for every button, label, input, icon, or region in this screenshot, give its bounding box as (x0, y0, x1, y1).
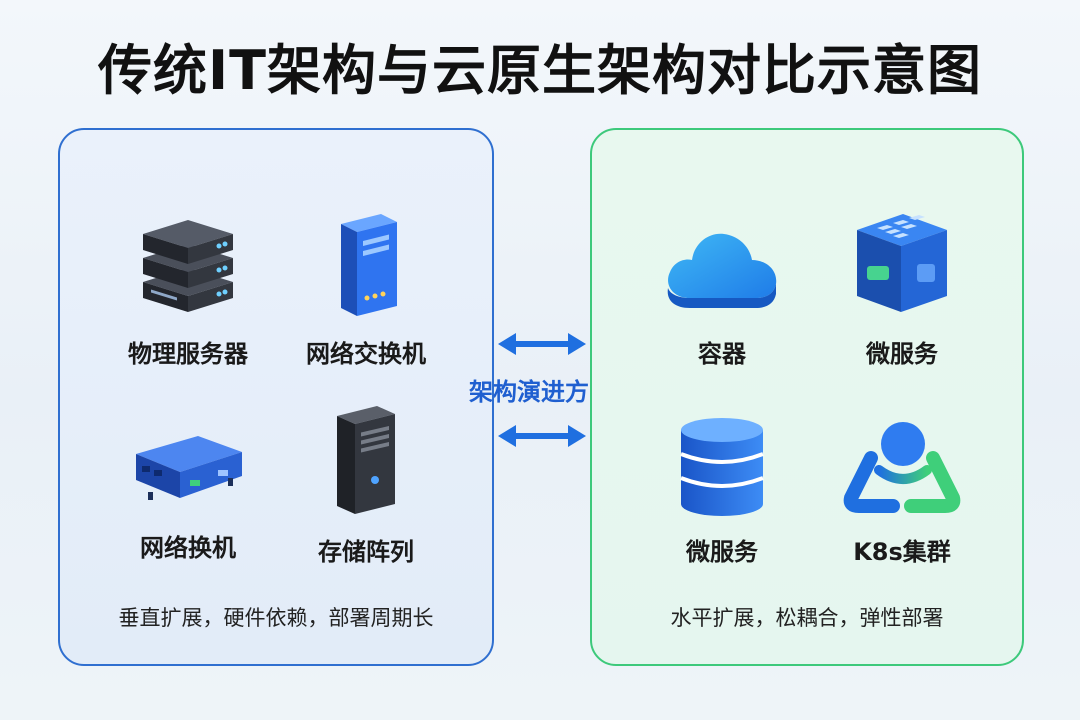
item-label: 网络交换机 (306, 340, 426, 368)
item-label: 微服务 (866, 340, 938, 368)
microservice-building-icon (857, 214, 947, 312)
microservice-item-2: 微服务 (622, 414, 822, 567)
item-label: 网络换机 (140, 534, 236, 562)
k8s-cluster-item: K8s集群 (802, 414, 1002, 567)
network-switch-item-2: 网络换机 (88, 414, 288, 563)
storage-array-item: 存储阵列 (266, 400, 466, 567)
traditional-it-panel: 物理服务器 网络交换机 网络换机 (58, 128, 494, 666)
cloud-native-panel: 容器 微服务 (590, 128, 1024, 666)
network-switch-item: 网络交换机 (266, 210, 466, 369)
k8s-cluster-icon (843, 422, 961, 513)
database-icon (680, 418, 764, 516)
traditional-summary: 垂直扩展，硬件依赖，部署周期长 (118, 606, 434, 630)
item-label: 存储阵列 (318, 538, 414, 566)
microservice-item: 微服务 (802, 204, 1002, 369)
item-label: 物理服务器 (128, 340, 248, 368)
item-label: 容器 (698, 340, 746, 368)
server-rack-icon (143, 220, 233, 312)
cloud-icon (667, 233, 777, 308)
container-item: 容器 (622, 210, 822, 369)
double-arrow-icon (498, 333, 586, 355)
tower-server-icon (341, 214, 397, 316)
network-switch-icon (136, 436, 242, 500)
evolution-direction-label: 架构演进方向 (469, 378, 613, 406)
item-label: 微服务 (686, 538, 758, 566)
storage-tower-icon (337, 406, 395, 514)
physical-server-item: 物理服务器 (88, 210, 288, 369)
evolution-arrows (498, 333, 586, 447)
page-title: 传统IT架构与云原生架构对比示意图 (98, 39, 982, 102)
item-label: K8s集群 (853, 538, 951, 566)
cloud-native-summary: 水平扩展，松耦合，弹性部署 (670, 606, 944, 630)
double-arrow-icon (498, 425, 586, 447)
